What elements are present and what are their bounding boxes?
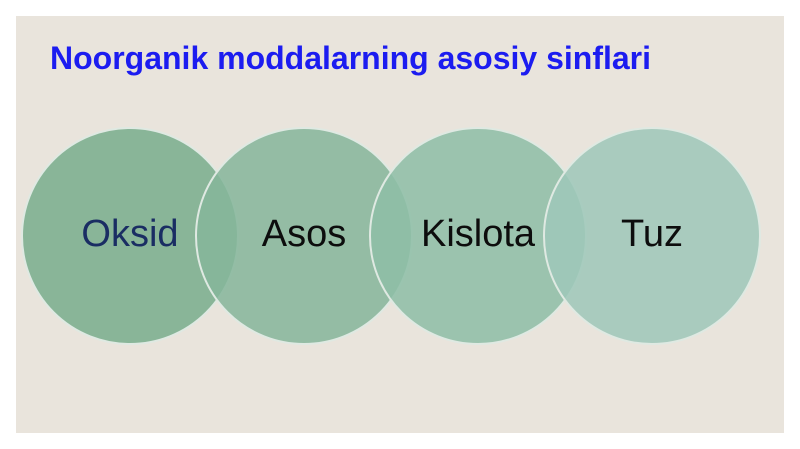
circle-label-asos: Asos [262,213,346,255]
circle-label-tuz: Tuz [621,213,683,255]
circle-label-oksid: Oksid [81,213,178,255]
circle-label-kislota: Kislota [421,213,536,255]
circle-tuz [543,127,761,345]
diagram-title: Noorganik moddalarning asosiy sinflari [50,40,652,76]
